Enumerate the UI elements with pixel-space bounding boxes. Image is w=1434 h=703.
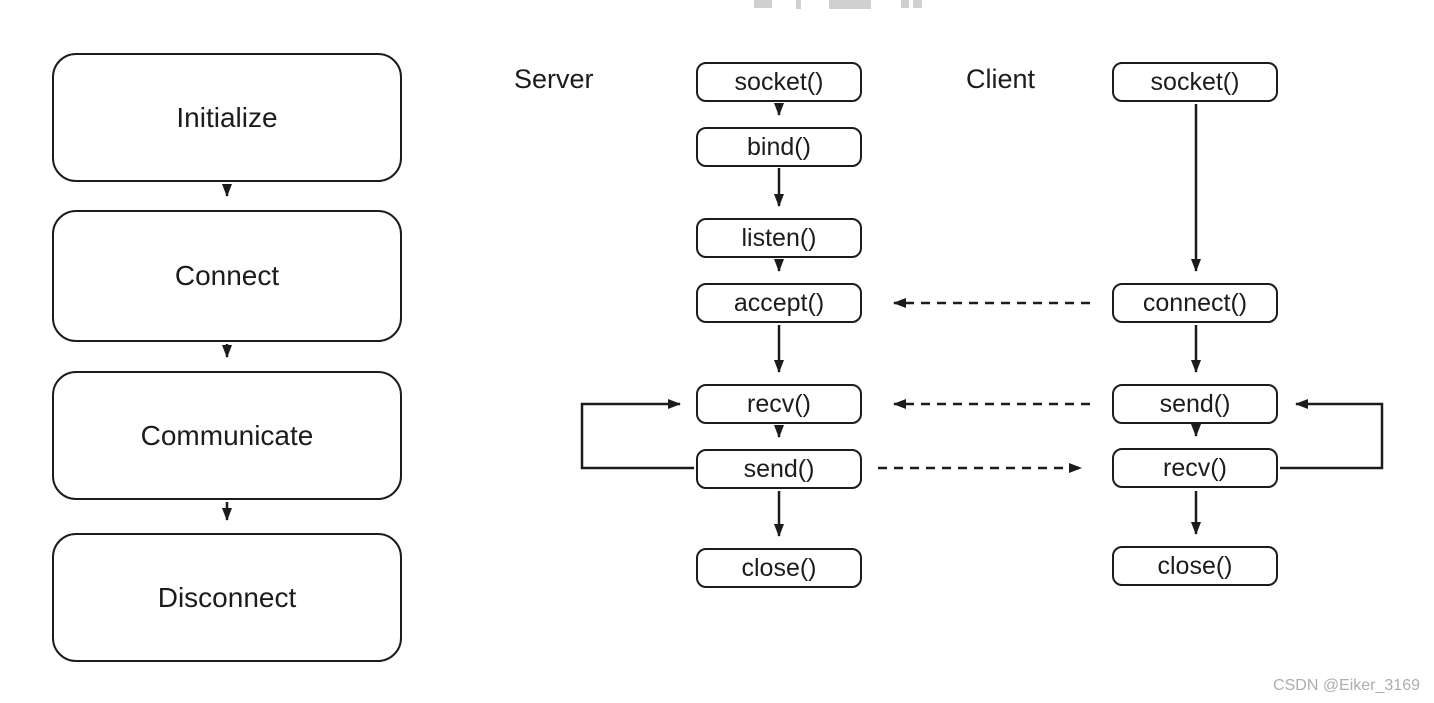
loop-server-send-to-recv bbox=[580, 399, 694, 470]
server-box-close: close() bbox=[696, 548, 862, 588]
flow-box-initialize: Initialize bbox=[52, 53, 402, 182]
client-box-close: close() bbox=[1112, 546, 1278, 586]
client-box-socket: socket() bbox=[1112, 62, 1278, 102]
flow-box-disconnect: Disconnect bbox=[52, 533, 402, 662]
flow-box-connect: Connect bbox=[52, 210, 402, 342]
client-box-connect: connect() bbox=[1112, 283, 1278, 323]
client-box-recv: recv() bbox=[1112, 448, 1278, 488]
server-box-bind: bind() bbox=[696, 127, 862, 167]
server-box-socket: socket() bbox=[696, 62, 862, 102]
server-column-title: Server bbox=[514, 64, 594, 94]
flow-box-communicate: Communicate bbox=[52, 371, 402, 500]
server-box-send: send() bbox=[696, 449, 862, 489]
client-column-title: Client bbox=[966, 64, 1036, 94]
watermark-text: CSDN @Eiker_3169 bbox=[1273, 677, 1420, 694]
server-box-recv: recv() bbox=[696, 384, 862, 424]
loop-client-recv-to-send bbox=[1280, 399, 1384, 470]
server-box-listen: listen() bbox=[696, 218, 862, 258]
server-box-accept: accept() bbox=[696, 283, 862, 323]
client-box-send: send() bbox=[1112, 384, 1278, 424]
cropped-title-fragments bbox=[754, 0, 922, 9]
